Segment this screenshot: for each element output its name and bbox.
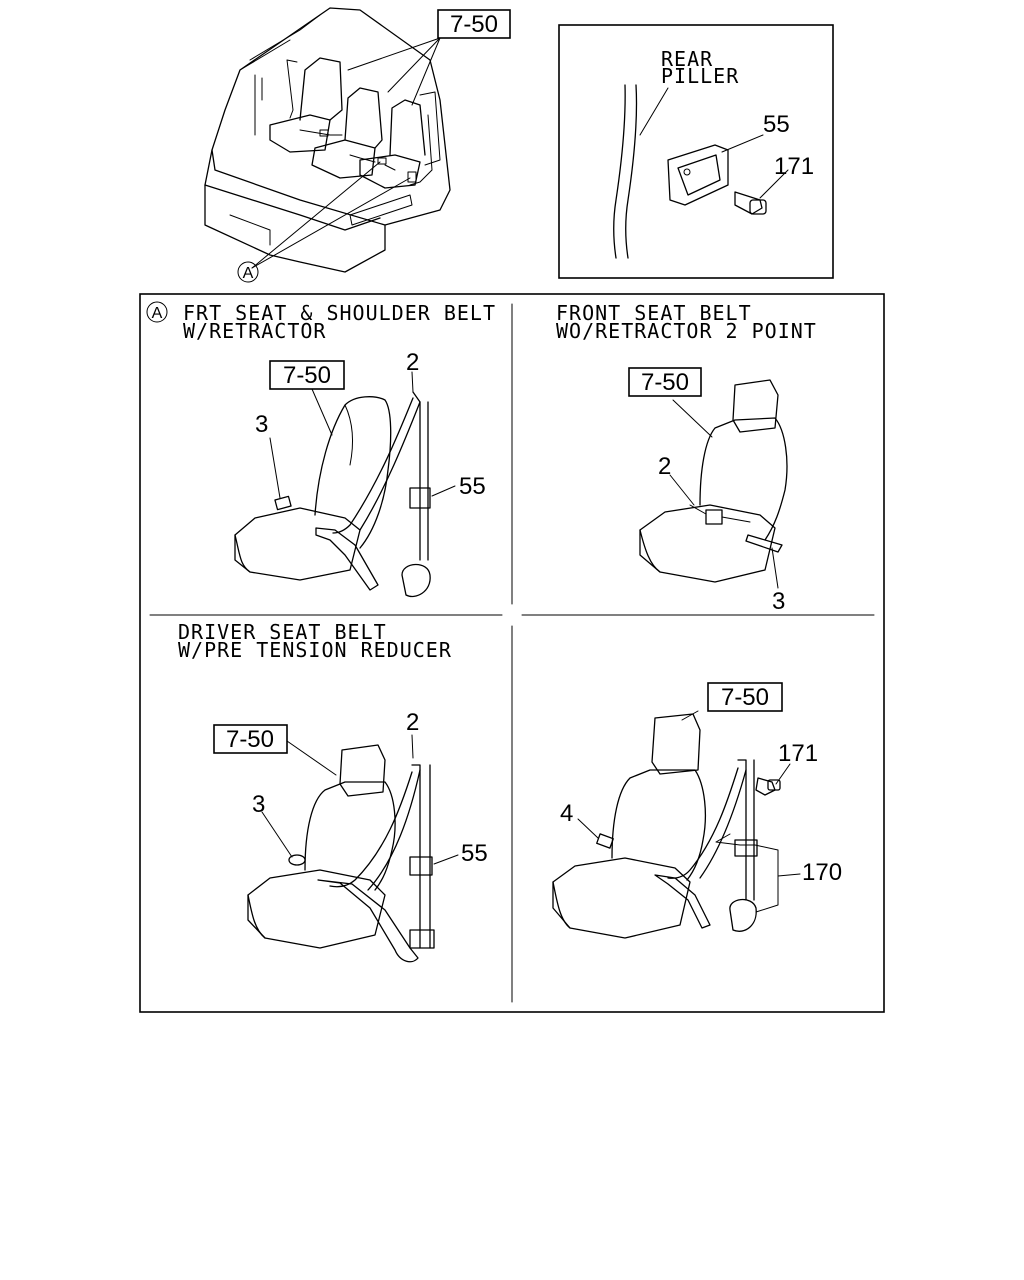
front2pt-ref-label: 7-50 xyxy=(641,369,689,396)
seat-belt-panels-frame xyxy=(139,293,885,1013)
other-part-4: 4 xyxy=(560,800,573,827)
other-ref-box xyxy=(707,682,783,712)
cab-overview-illustration xyxy=(204,7,451,273)
ref-label-overview: 7-50 xyxy=(450,11,498,38)
frt-ref-box xyxy=(269,360,345,390)
other-seat-illustration xyxy=(552,710,801,939)
front2pt-title-line1: FRONT SEAT BELT xyxy=(556,301,752,325)
front2pt-title-line2: WO/RETRACTOR 2 POINT xyxy=(556,319,817,343)
frt-ref-label: 7-50 xyxy=(283,362,331,389)
front2pt-part-3: 3 xyxy=(772,588,785,615)
driver-part-3: 3 xyxy=(252,791,265,818)
driver-title-line2: W/PRE TENSION REDUCER xyxy=(178,638,452,662)
callout-circle-panel xyxy=(146,301,168,323)
frt-part-55: 55 xyxy=(459,473,486,500)
front2pt-ref-box xyxy=(628,367,702,397)
frt-title-line1: FRT SEAT & SHOULDER BELT xyxy=(183,301,496,325)
other-ref-label: 7-50 xyxy=(721,684,769,711)
other-part-171: 171 xyxy=(778,740,818,767)
ref-box-overview xyxy=(437,9,511,39)
inset-label-rear: REAR xyxy=(661,47,713,71)
driver-part-55: 55 xyxy=(461,840,488,867)
front2pt-part-2: 2 xyxy=(658,453,671,480)
frt-part-2: 2 xyxy=(406,349,419,376)
driver-seat-illustration xyxy=(247,734,459,963)
driver-title-line1: DRIVER SEAT BELT xyxy=(178,620,387,644)
inset-part-171: 171 xyxy=(774,153,814,180)
front2pt-seat-illustration xyxy=(639,379,788,589)
frt-title-line2: W/RETRACTOR xyxy=(183,319,326,343)
callout-label-overview: A xyxy=(243,265,254,282)
frt-seat-illustration xyxy=(234,371,456,598)
frt-part-3: 3 xyxy=(255,411,268,438)
callout-label-panel: A xyxy=(152,305,163,322)
callout-circle-overview xyxy=(237,261,259,283)
driver-ref-box xyxy=(213,724,288,754)
inset-label-piller: PILLER xyxy=(661,64,739,88)
driver-part-2: 2 xyxy=(406,709,419,736)
driver-ref-label: 7-50 xyxy=(226,726,274,753)
rear-pillar-illustration xyxy=(613,84,789,259)
inset-part-55: 55 xyxy=(763,111,790,138)
other-part-170: 170 xyxy=(802,859,842,886)
rear-pillar-inset-frame xyxy=(558,24,834,279)
